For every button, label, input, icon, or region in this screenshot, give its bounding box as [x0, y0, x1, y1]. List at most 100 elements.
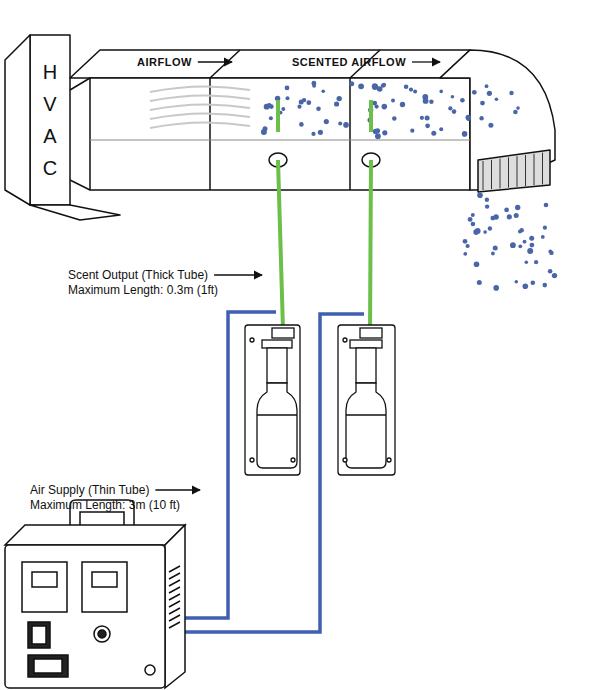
airflow-streak — [150, 113, 250, 119]
scent-particle — [285, 86, 290, 91]
scent-particle — [423, 98, 429, 104]
scent-particle — [530, 243, 535, 248]
diffuser-panel — [245, 325, 300, 475]
scent-particle — [460, 98, 465, 103]
grille-slat — [483, 161, 484, 190]
scent-particle — [297, 105, 301, 109]
scent-particle — [477, 193, 483, 199]
scent-particle — [462, 131, 468, 137]
scent-particle — [516, 106, 520, 110]
scent-particle — [373, 129, 378, 134]
scent-particle — [531, 281, 536, 286]
tube-label: Scent Output (Thick Tube) — [68, 268, 208, 282]
scent-particle — [518, 244, 522, 248]
knob — [98, 630, 106, 638]
scent-particle — [439, 127, 443, 131]
scent-particle — [463, 252, 467, 256]
hvac-unit: HVAC — [40, 56, 60, 184]
scent-particle — [392, 116, 397, 121]
scent-particle — [372, 101, 377, 106]
scent-particle — [413, 89, 417, 93]
scent-particle — [474, 261, 480, 267]
scent-particle — [527, 248, 533, 254]
scent-particle — [261, 129, 267, 135]
bottle-line — [346, 414, 386, 415]
scent-particle — [463, 239, 468, 244]
scent-particle — [452, 109, 457, 114]
vent-slot — [169, 566, 180, 572]
diffuser-head — [262, 340, 292, 348]
scent-particle — [471, 222, 476, 227]
scent-particle — [493, 245, 498, 250]
scent-particle — [534, 260, 538, 264]
scent-tube — [278, 160, 283, 330]
scent-particle — [471, 213, 475, 217]
scent-particle — [485, 204, 489, 208]
scent-particle — [381, 83, 385, 87]
diffuser-nozzle — [267, 348, 287, 383]
airflow-streak — [150, 122, 250, 128]
scent-particle — [509, 91, 513, 95]
scent-particle — [488, 226, 492, 230]
scent-particle — [382, 130, 387, 135]
scent-particle — [475, 228, 481, 234]
scent-particle — [400, 102, 405, 107]
hvac-side — [5, 35, 30, 205]
scent-particle — [544, 203, 549, 208]
switch — [28, 622, 50, 648]
tube-spec: Maximum Length: 3m (10 ft) — [30, 498, 180, 512]
scent-particle — [372, 83, 378, 89]
pointer-arrow — [198, 61, 232, 62]
scent-particle — [338, 122, 342, 126]
scent-particle — [316, 107, 321, 112]
grille — [478, 150, 550, 192]
screw — [250, 458, 254, 462]
vent-slot — [169, 587, 180, 593]
scent-particle — [548, 269, 553, 274]
scent-particle — [523, 240, 527, 244]
scent-particle — [468, 217, 473, 222]
scent-particle — [431, 131, 436, 136]
scent-particle — [487, 91, 492, 96]
switch — [32, 626, 46, 644]
scent-particle — [334, 101, 339, 106]
pointer-arrow — [155, 489, 200, 490]
pointer-arrow — [412, 61, 440, 62]
grille-slat — [542, 153, 543, 185]
scent-particle — [510, 242, 516, 248]
scent-particle — [477, 280, 482, 285]
grille-slat — [491, 160, 492, 189]
scent-particle — [311, 132, 315, 136]
scent-particle — [485, 84, 489, 88]
display — [32, 572, 57, 587]
scent-particle — [410, 129, 414, 133]
vent-slot — [169, 608, 180, 614]
duct-joint — [70, 78, 90, 90]
hvac-front — [30, 35, 70, 205]
vent-slot — [169, 615, 180, 621]
diffuser-head — [350, 340, 382, 348]
scent-particle — [523, 284, 529, 290]
flow-label: AIRFLOW — [137, 55, 192, 69]
scent-particle — [269, 116, 273, 120]
screw — [387, 458, 391, 462]
scent-particle — [515, 205, 520, 210]
scent-particle — [490, 216, 495, 221]
scent-particle — [504, 208, 509, 213]
knob — [94, 626, 110, 642]
air-tube — [183, 314, 364, 632]
scent-particle — [491, 252, 495, 256]
scent-particle — [525, 260, 529, 264]
scent-particle — [448, 106, 452, 110]
scent-particle — [267, 103, 272, 108]
scent-particle — [495, 97, 499, 101]
scent-bottle — [257, 383, 297, 468]
display — [92, 572, 117, 587]
duct-seam — [349, 78, 351, 190]
scent-particle — [515, 280, 519, 284]
power-socket — [28, 655, 68, 677]
badge — [145, 665, 155, 675]
scent-particle — [425, 115, 430, 120]
